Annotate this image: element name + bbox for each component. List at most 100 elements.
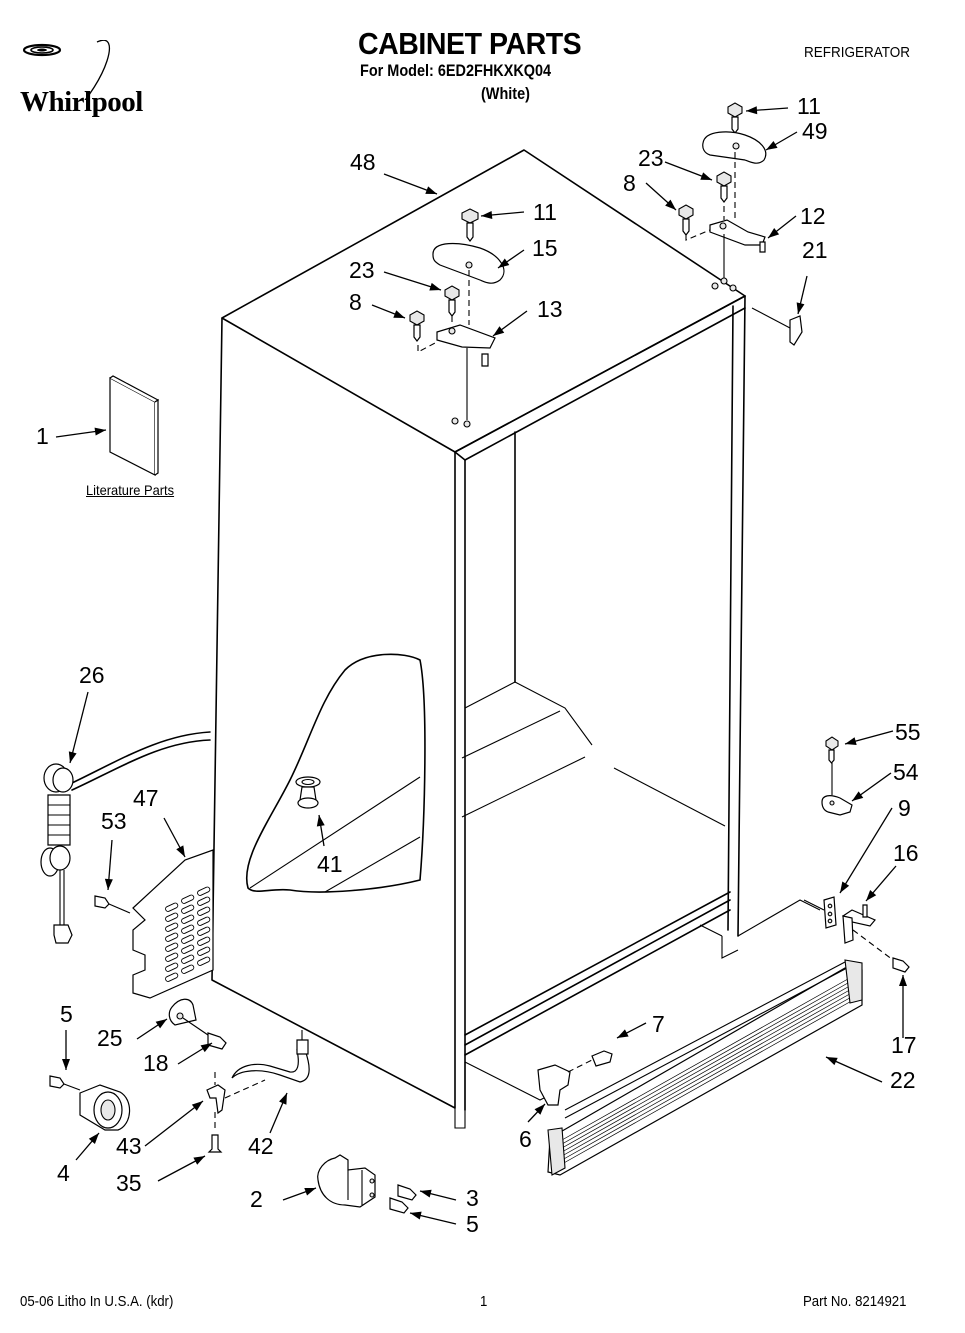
callout-23-left: 23: [349, 257, 375, 283]
callout-1: 1: [36, 423, 49, 449]
color-note: (White): [481, 84, 530, 103]
arrowhead-icon: [852, 791, 864, 801]
literature-parts-link[interactable]: Literature Parts: [86, 482, 175, 498]
callout-49: 49: [802, 118, 828, 144]
brand-name: Whirlpool: [20, 86, 143, 118]
arrowhead-icon: [425, 186, 437, 194]
arrowhead-icon: [104, 878, 113, 890]
upper-left-hinge-assembly[interactable]: [409, 208, 505, 420]
vent-slot: [165, 912, 179, 922]
vent-slot: [197, 916, 211, 926]
callout-8-right: 8: [623, 170, 636, 196]
callout-leaders: [55, 106, 907, 1225]
callout-13: 13: [537, 296, 563, 322]
grille-rib: [561, 982, 856, 1149]
vent-slot: [197, 956, 211, 966]
arrowhead-icon: [68, 751, 77, 763]
arrowhead-icon: [534, 1104, 545, 1115]
vent-slot: [165, 962, 179, 972]
arrowhead-icon: [62, 1059, 70, 1070]
callout-8-left: 8: [349, 289, 362, 315]
arrowhead-icon: [193, 1156, 205, 1165]
arrowhead-icon: [410, 1211, 422, 1220]
arrowhead-icon: [746, 106, 758, 115]
arrowhead-icon: [845, 737, 857, 745]
vent-slot: [181, 944, 195, 954]
lower-right-hinge-parts[interactable]: [803, 736, 910, 973]
lower-center-parts[interactable]: [317, 1050, 613, 1214]
callout-18: 18: [143, 1050, 169, 1076]
vent-slot: [181, 894, 195, 904]
print-info: 05-06 Litho In U.S.A. (kdr): [20, 1293, 174, 1310]
callout-54: 54: [893, 759, 919, 785]
callout-17: 17: [891, 1032, 917, 1058]
arrowhead-icon: [94, 427, 106, 436]
arrowhead-icon: [429, 282, 441, 291]
power-cord[interactable]: [40, 731, 211, 944]
page-title: CABINET PARTS: [358, 26, 582, 61]
arrowhead-icon: [304, 1188, 316, 1196]
vent-slot: [165, 972, 179, 982]
grille-rib: [561, 994, 856, 1161]
callout-2: 2: [250, 1186, 263, 1212]
callout-26: 26: [79, 662, 105, 688]
callout-21: 21: [802, 237, 828, 263]
vent-slot: [181, 904, 195, 914]
toe-grille[interactable]: [547, 959, 863, 1176]
lower-left-parts[interactable]: [49, 998, 310, 1153]
arrowhead-icon: [393, 310, 405, 318]
upper-right-hinge-assembly[interactable]: [678, 102, 803, 346]
callout-5-left: 5: [60, 1001, 73, 1027]
callout-48: 48: [350, 149, 376, 175]
arrowhead-icon: [200, 1043, 212, 1053]
callout-25: 25: [97, 1025, 123, 1051]
callout-labels: 1 2 3 4 5 5 6 7 8 8 9 11 11 12 13 15 16 …: [36, 93, 921, 1237]
vent-slot: [197, 936, 211, 946]
callout-43: 43: [116, 1133, 142, 1159]
vent-slot: [197, 946, 211, 956]
arrowhead-icon: [155, 1019, 167, 1029]
arrowhead-icon: [899, 975, 907, 986]
callout-35: 35: [116, 1170, 142, 1196]
callout-53: 53: [101, 808, 127, 834]
leader-line: [144, 1100, 204, 1147]
vent-slot: [165, 932, 179, 942]
callout-9: 9: [898, 795, 911, 821]
arrowhead-icon: [665, 199, 676, 210]
callout-16: 16: [893, 840, 919, 866]
callout-22: 22: [890, 1067, 916, 1093]
callout-42: 42: [248, 1133, 274, 1159]
model-number: For Model: 6ED2FHKXKQ04: [360, 61, 552, 80]
vent-slot: [165, 952, 179, 962]
rear-access-panel[interactable]: [94, 849, 214, 999]
vent-slot: [197, 886, 211, 896]
part-number: Part No. 8214921: [803, 1293, 907, 1310]
callout-11-left: 11: [533, 199, 557, 225]
arrowhead-icon: [493, 326, 505, 336]
vent-slot: [181, 934, 195, 944]
callout-23-right: 23: [638, 145, 664, 171]
arrowhead-icon: [420, 1189, 432, 1198]
callout-41: 41: [317, 851, 343, 877]
arrowhead-icon: [481, 210, 493, 219]
callout-6: 6: [519, 1126, 532, 1152]
literature-booklet[interactable]: [109, 375, 160, 476]
whirlpool-logo: Whirlpool: [12, 40, 192, 117]
drain-fitting[interactable]: [295, 776, 321, 809]
arrowhead-icon: [498, 258, 510, 268]
vent-slot: [197, 926, 211, 936]
grille-rib: [561, 974, 856, 1141]
vent-slot: [165, 902, 179, 912]
cabinet-shell: [211, 149, 821, 1129]
leader-line: [69, 691, 89, 764]
callout-7: 7: [652, 1011, 665, 1037]
callout-55: 55: [895, 719, 921, 745]
appliance-category: REFRIGERATOR: [804, 44, 911, 61]
vent-slot: [165, 942, 179, 952]
leader-line: [839, 807, 893, 894]
arrowhead-icon: [866, 890, 877, 901]
grille-rib: [561, 998, 856, 1165]
vent-slot: [197, 906, 211, 916]
callout-5-bottom: 5: [466, 1211, 479, 1237]
